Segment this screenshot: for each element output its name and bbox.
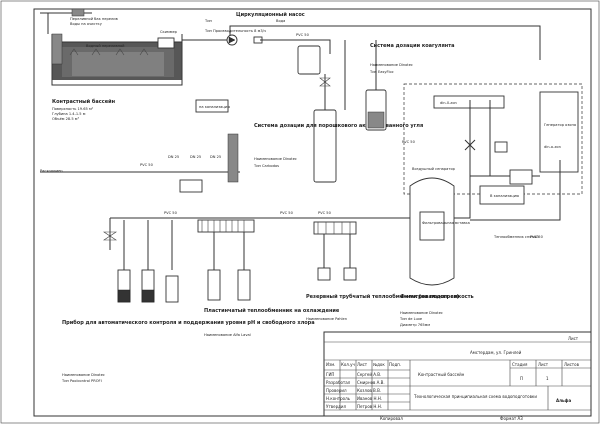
ozone-generator: [539, 91, 579, 173]
flowmeter-label: Расходомер: [40, 169, 63, 173]
stamp-company: Амстердам, ул. Гринлей: [470, 350, 522, 355]
overflow-left-label: Водный переливной: [86, 44, 125, 48]
control-instruments: [117, 220, 179, 303]
title-block: [323, 331, 592, 417]
sampling-box: [179, 179, 203, 193]
flow-meter-top: [71, 8, 85, 17]
dosing-carbon-name: Наименование Dinotec: [254, 157, 297, 161]
heat-tube-title: Резервный трубчатый теплообменник (на по…: [306, 293, 459, 300]
stamp-sheet-col: Лист: [538, 362, 549, 367]
stamp-sheet-label: Лист: [568, 336, 579, 341]
filter-insert-label: Фильтровальная вставка: [422, 221, 470, 225]
overflow-top-label-2: Воды на очистку: [70, 22, 103, 26]
stamp-col-4: №док: [373, 362, 385, 367]
stamp-role-1: ГИП: [326, 372, 334, 377]
filter-type: Тип de Luxe: [399, 317, 423, 321]
dn-label-3: DN 25: [210, 155, 221, 159]
pipe-label-6: PVC 50: [402, 140, 416, 144]
stamp-role-3: Проверил: [326, 388, 347, 393]
overflow-top-label: Переливной бак перелив: [70, 17, 118, 21]
stamp-col-1: Изм.: [326, 362, 335, 367]
heat-tube-name: Наименование Pahlen: [306, 317, 347, 321]
pool-title: Контрастный бассейн: [52, 98, 116, 105]
skimmer-label: Скиммер: [160, 30, 178, 34]
stamp-logo: Альфа: [556, 398, 572, 403]
filter-insert: [419, 211, 445, 241]
stamp-role-4: Н.контроль: [326, 396, 351, 401]
din-zon-label: din-o-zon: [544, 145, 561, 149]
pool-volume: Объём 28.5 м³: [52, 117, 80, 121]
stamp-name-3: Козлов В.В.: [357, 388, 381, 393]
heat-note: Теплообменник снятый: [493, 235, 539, 239]
pipe-label-7: PVC 50: [530, 235, 544, 239]
filter-title: Фильтровальная емкость: [400, 294, 474, 300]
dn-label-1: DN 25: [168, 155, 179, 159]
stamp-format: Формат A3: [500, 416, 523, 421]
dosing-coag-type: Тип EasyFloc: [369, 70, 394, 74]
pool-surface: Поверхность 19.65 м²: [52, 107, 94, 111]
skimmer-box: [157, 37, 175, 49]
pipe-label-3: PVC 50: [164, 211, 178, 215]
air-separator-label: Воздушный сепаратор: [412, 167, 456, 171]
circ-pump-title: Циркуляционный насос: [236, 11, 305, 18]
control-type: Тип Poolcontrol PROFI: [61, 379, 102, 383]
pool: [51, 33, 183, 86]
pipe-label-1: PVC 50: [296, 33, 310, 37]
stamp-role-2: Разработал: [326, 380, 351, 385]
drain-box-1-label: на канализацию: [199, 105, 230, 109]
drain-box-1: [195, 99, 229, 113]
stamp-role-5: Утвердил: [326, 404, 346, 409]
stamp-sheet-value: 1: [546, 376, 549, 381]
ozone-label-box: [433, 95, 505, 109]
stamp-name-1: Сергей А.В.: [357, 372, 381, 377]
stamp-stage-value: П: [520, 376, 523, 381]
inner-frame: [33, 8, 592, 417]
filter-name: Наименование Dinotec: [400, 311, 443, 315]
drain-tank: [479, 185, 525, 205]
heat-plate-name: Наименование Alfa Laval: [204, 333, 251, 337]
stamp-col-5: Подп.: [389, 362, 401, 367]
dosing-carbon-title: Система дозации для порошкового активиро…: [254, 123, 423, 129]
stamp-copied: Копировал: [380, 416, 403, 421]
pipe-label-5: PVC 50: [318, 211, 332, 215]
carbon-dosing-tank: [313, 109, 337, 183]
circ-pump-line: Тип Производительность 8 м3/ч: [204, 29, 266, 33]
stamp-col-3: Лист: [357, 362, 368, 367]
dn-label-2: DN 25: [190, 155, 201, 159]
dosing-coag-title: Система дозации коагулянта: [370, 43, 455, 49]
ozone-box-title: din-0-zon: [440, 101, 457, 105]
stamp-sheets-col: Листов: [564, 362, 580, 367]
carbon-dosing-upper-tank: [297, 45, 321, 75]
drain-tank-label: В канализацию: [490, 194, 519, 198]
circ-pump-water: Вода: [276, 19, 285, 23]
pipe-label-4: PVC 50: [280, 211, 294, 215]
stamp-stage-label: Стадия: [512, 362, 528, 367]
heat-plate-title: Пластинчатый теплообменник на охлаждение: [204, 307, 340, 314]
dosing-coag-name: Наименование Dinotec: [370, 63, 413, 67]
stamp-drawing-title: Технологическая принципиальная схема вод…: [413, 394, 537, 399]
tube-heat-exchanger: [313, 221, 357, 235]
control-title: Прибор для автоматического контроля и по…: [62, 319, 315, 326]
stamp-name-2: Смирнов А.В.: [357, 380, 385, 385]
dosing-carbon-type: Тип Carbodos: [253, 164, 279, 168]
stamp-col-2: Кол.уч: [341, 362, 355, 367]
stamp-object: Контрастный бассейн: [418, 372, 465, 377]
stamp-name-4: Иванов Н.Н.: [357, 396, 382, 401]
pipe-label-2: PVC 50: [140, 163, 154, 167]
pool-depth: Глубина 1.4-1.5 м: [52, 112, 86, 116]
control-name: Наименование Dinotec: [62, 373, 105, 377]
stamp-name-5: Петров Н.Н.: [357, 404, 382, 409]
circ-pump-type: Тип: [204, 19, 213, 23]
filter-diameter: Диаметр 765мм: [400, 323, 430, 327]
ozone-generator-label: Генератор озона: [544, 123, 576, 127]
